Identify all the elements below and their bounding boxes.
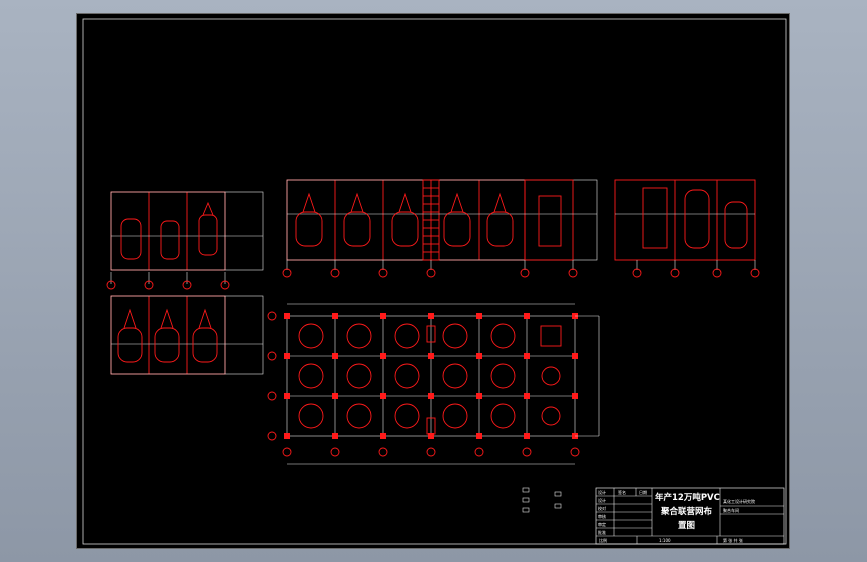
elevation-view-center: [282, 179, 598, 278]
drawing-canvas: 设计 签名 日期 设计 校对 审核 审定 批准 年产12万吨PVC 聚合联营网布…: [82, 18, 787, 545]
reactor-row-icon: [295, 192, 514, 247]
sheet-info: 第 张 共 张: [723, 537, 743, 543]
vessel-icon: [120, 201, 218, 260]
drawing-title-line-3: 置图: [678, 520, 695, 531]
scale-label: 比例: [599, 537, 607, 543]
title-block: 设计 签名 日期 设计 校对 审核 审定 批准 年产12万吨PVC 聚合联营网布…: [595, 487, 785, 545]
drawing-title-line-2: 聚合联营网布: [660, 506, 713, 517]
elevation-view-right: [614, 179, 760, 278]
elevation-view-left-bottom: [110, 295, 264, 375]
vessel-plan-icon: [298, 323, 562, 435]
drawing-sheet: 设计 签名 日期 设计 校对 审核 审定 批准 年产12万吨PVC 聚合联营网布…: [76, 13, 790, 549]
title-header-cell-2: 签名: [618, 489, 626, 495]
plan-view: [267, 303, 600, 465]
scale-value: 1:100: [659, 538, 671, 543]
inner-border: [82, 18, 787, 545]
row-label-5: 批准: [598, 529, 606, 535]
title-header-cell-3: 日期: [639, 489, 647, 495]
row-label-1: 设计: [598, 497, 606, 503]
row-label-3: 审核: [598, 513, 606, 519]
drawing-title-line-1: 年产12万吨PVC: [655, 492, 720, 503]
elevation-view-left-top: [106, 191, 264, 290]
row-label-2: 校对: [598, 505, 606, 511]
workshop-name: 聚合车间: [723, 507, 739, 513]
reactor-icon: [117, 308, 218, 363]
title-header-cell-1: 设计: [598, 489, 606, 495]
designer-org: 某化工设计研究院: [723, 498, 755, 504]
legend: [522, 487, 562, 513]
row-label-4: 审定: [598, 521, 606, 527]
